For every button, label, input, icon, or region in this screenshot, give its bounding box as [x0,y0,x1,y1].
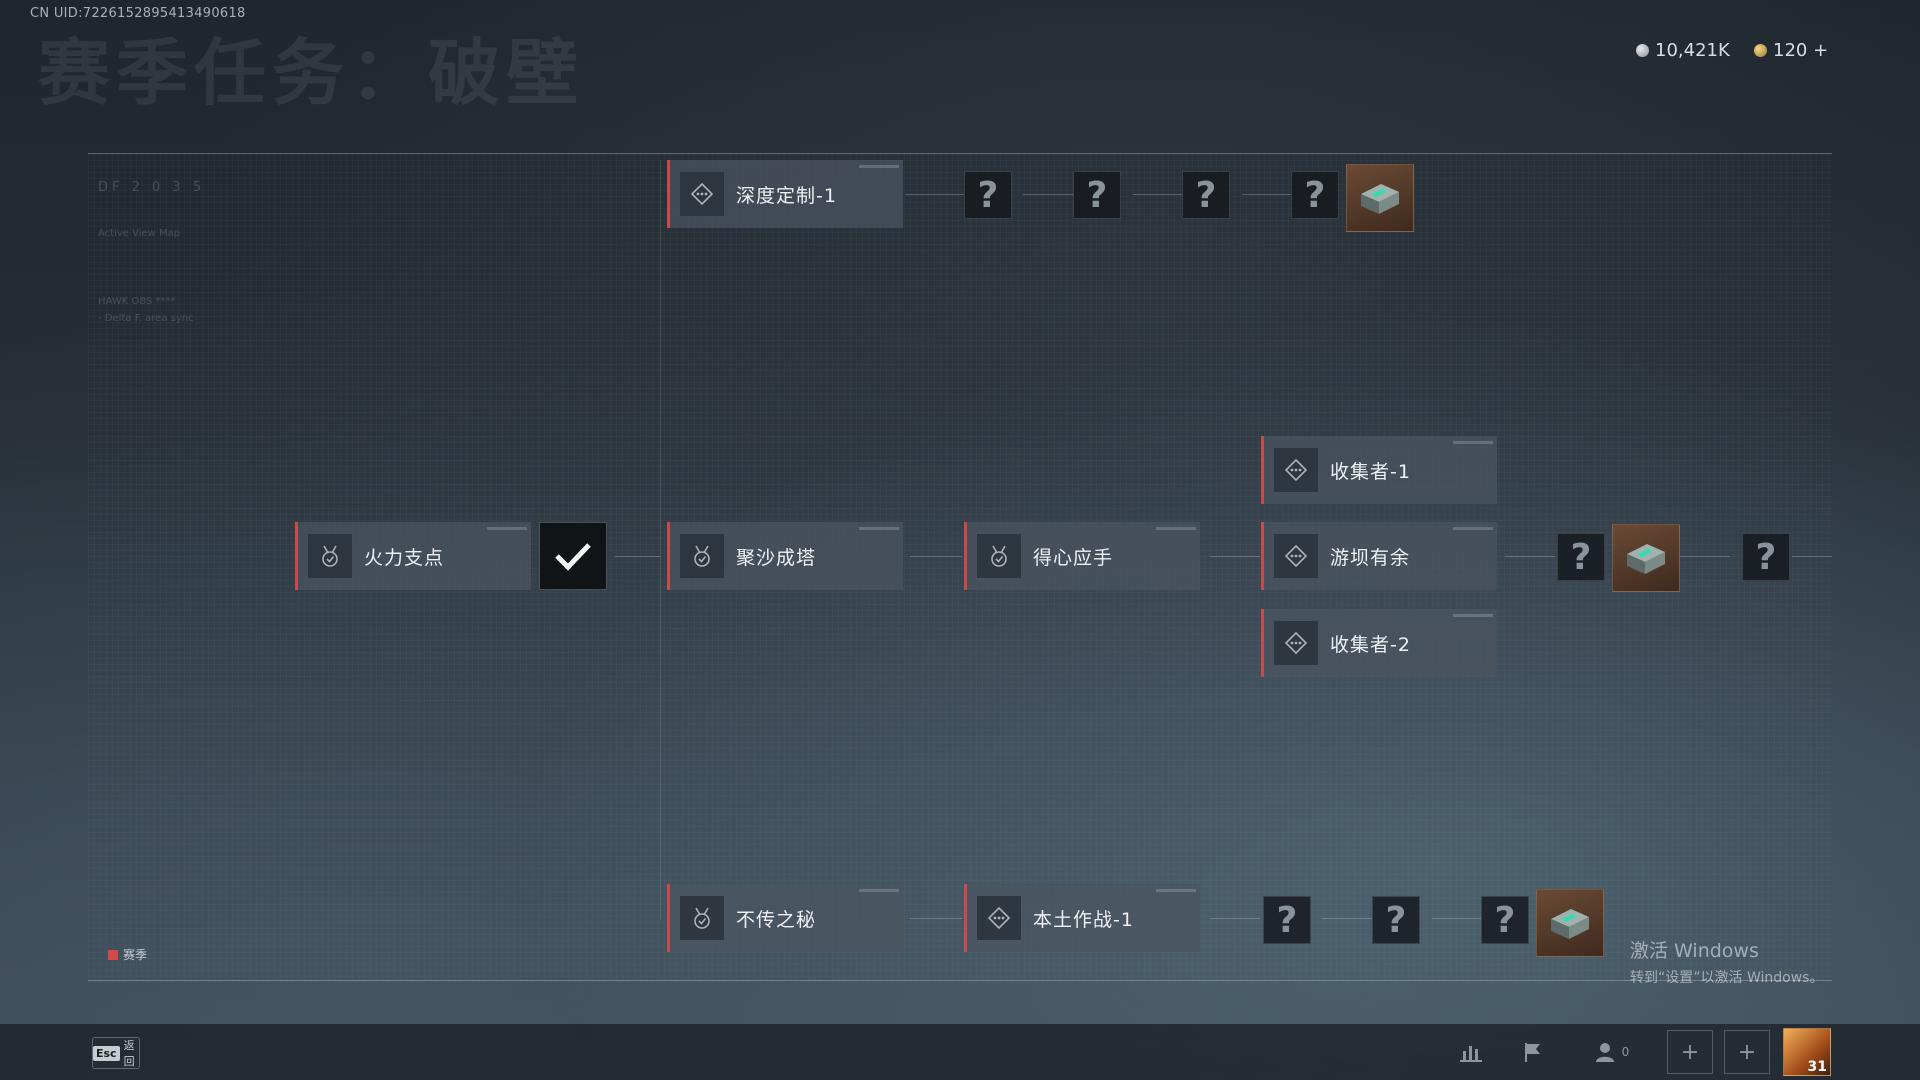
connector [1680,556,1730,557]
task-skilled[interactable]: 得心应手 [964,522,1200,590]
reward-chest[interactable] [1536,889,1604,957]
medal-check-icon [680,896,724,940]
task-label: 游坝有余 [1330,546,1411,569]
silver-coin-icon [1636,44,1649,57]
currency-2-value: 120 + [1773,40,1829,61]
legend-label: 赛季 [123,948,148,962]
avatar[interactable]: 31 [1783,1028,1831,1076]
task-dam-spare[interactable]: 游坝有余 [1261,522,1497,590]
task-fire-support[interactable]: 火力支点 [295,522,531,590]
add-slot-button[interactable]: + [1724,1030,1770,1074]
connector [1210,556,1260,557]
medal-check-icon [680,534,724,578]
currency-2[interactable]: 120 + [1754,40,1828,61]
chest-icon [1361,184,1399,214]
connector [1505,556,1555,557]
locked-node[interactable]: ? [1182,171,1230,219]
side-meta-4: - Delta F. area sync [98,313,194,324]
task-label: 得心应手 [1033,546,1114,569]
medal-check-icon [308,534,352,578]
connector [615,556,660,557]
diamond-dots-icon [977,896,1021,940]
diamond-dots-icon [1274,448,1318,492]
diamond-dots-icon [1274,534,1318,578]
locked-node[interactable]: ? [1291,171,1339,219]
side-meta-2: Active View Map [98,228,181,239]
task-local-combat-1[interactable]: 本土作战-1 [964,884,1200,952]
uid-label: CN UID:7226152895413490618 [30,6,246,21]
stats-icon[interactable] [1456,1037,1486,1067]
locked-node[interactable]: ? [1742,533,1790,581]
connector [1792,556,1832,557]
task-label: 不传之秘 [736,908,817,931]
watermark-line-2: 转到“设置”以激活 Windows。 [1630,970,1824,986]
connector [910,556,962,557]
gold-coin-icon [1754,44,1767,57]
diamond-dots-icon [1274,621,1318,665]
task-label: 本土作战-1 [1033,908,1134,931]
locked-node[interactable]: ? [1073,171,1121,219]
windows-activation-watermark: 激活 Windows 转到“设置”以激活 Windows。 [1630,936,1823,987]
task-label: 深度定制-1 [736,184,837,207]
completed-node[interactable] [539,522,607,590]
task-secret[interactable]: 不传之秘 [667,884,903,952]
task-label: 火力支点 [364,546,445,569]
task-label: 收集者-1 [1330,460,1411,483]
plus-icon: + [1737,1039,1757,1065]
chest-icon [1627,544,1665,574]
plus-icon: + [1680,1039,1700,1065]
back-label: 返回 [123,1039,135,1068]
connector [905,194,965,195]
connector [1210,918,1260,919]
checkmark-icon [555,543,591,571]
reward-chest[interactable] [1346,164,1414,232]
locked-node[interactable]: ? [1557,533,1605,581]
task-label: 收集者-2 [1330,633,1411,656]
locked-node[interactable]: ? [964,171,1012,219]
watermark-line-1: 激活 Windows [1630,940,1759,962]
connector [910,918,962,919]
currency-1: 10,421K [1636,40,1730,61]
reward-chest[interactable] [1612,524,1680,592]
friends-icon [1595,1043,1614,1062]
side-meta-1: DF 2 0 3 5 [98,180,206,195]
task-sand-tower[interactable]: 聚沙成塔 [667,522,903,590]
tree-trunk-line [660,160,661,920]
task-collector-1[interactable]: 收集者-1 [1261,436,1497,504]
task-deep-custom-1[interactable]: 深度定制-1 [667,160,903,228]
add-slot-button[interactable]: + [1667,1030,1713,1074]
avatar-level: 31 [1807,1059,1827,1075]
connector [1432,918,1482,919]
locked-node[interactable]: ? [1263,896,1311,944]
flag-icon[interactable] [1518,1037,1548,1067]
esc-key: Esc [93,1045,120,1061]
currency-1-value: 10,421K [1655,40,1730,61]
medal-check-icon [977,534,1021,578]
bottom-bar [0,1024,1920,1080]
diamond-dots-icon [680,172,724,216]
legend-swatch [108,949,118,960]
connector [1023,194,1073,195]
task-label: 聚沙成塔 [736,546,817,569]
task-collector-2[interactable]: 收集者-2 [1261,609,1497,677]
locked-node[interactable]: ? [1481,896,1529,944]
locked-node[interactable]: ? [1372,896,1420,944]
connector [1242,194,1292,195]
back-button[interactable]: Esc 返回 [92,1037,140,1069]
connector [1322,918,1372,919]
legend: 赛季 [108,946,147,963]
connector [1133,194,1183,195]
page-title: 赛季任务：破壁 [38,31,585,115]
chest-icon [1551,909,1589,939]
friends-button[interactable]: 0 [1590,1037,1634,1067]
side-meta-3: HAWK OBS **** [98,296,176,307]
friends-count: 0 [1621,1045,1630,1059]
